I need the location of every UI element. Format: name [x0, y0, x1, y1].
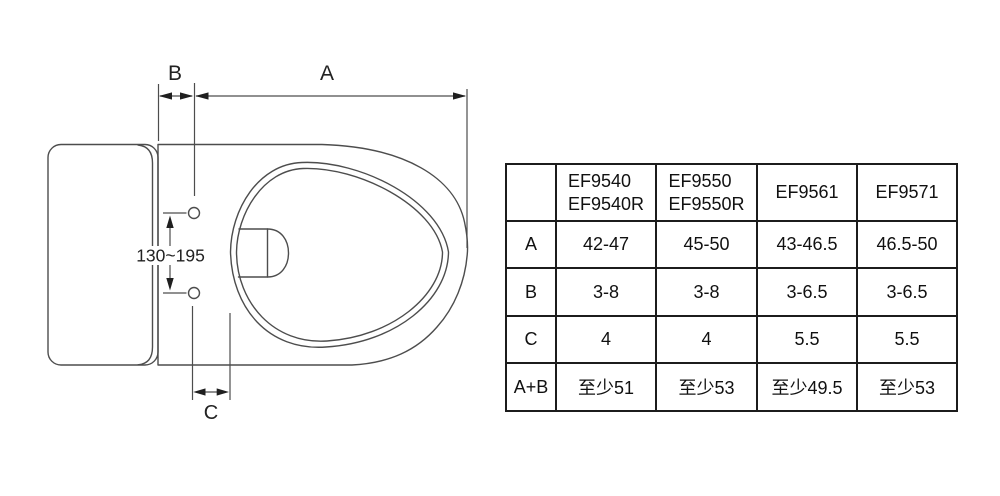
- table-row: C 4 4 5.5 5.5: [505, 315, 958, 364]
- dim-label-c: C: [204, 402, 218, 424]
- table-cell: 3-6.5: [756, 267, 858, 317]
- table-cell: 43-46.5: [756, 220, 858, 269]
- row-label: C: [505, 315, 557, 364]
- arrow-b-left: [158, 92, 172, 100]
- seat-body-outline: [157, 143, 469, 366]
- row-label: B: [505, 267, 557, 317]
- mounting-hole-top: [187, 206, 201, 220]
- table-cell: 3-6.5: [856, 267, 958, 317]
- model-name: EF9550: [668, 170, 732, 191]
- arrow-spacing-down: [166, 278, 174, 291]
- table-row: B 3-8 3-8 3-6.5 3-6.5: [505, 267, 958, 317]
- arrow-c-right: [216, 388, 229, 396]
- table-cell: 5.5: [756, 315, 858, 364]
- table-cell: 至少53: [856, 362, 958, 412]
- table-header-row: EF9540 EF9540R EF9550 EF9550R EF9561: [505, 163, 958, 222]
- header-cell-model: EF9571: [856, 163, 958, 222]
- header-cell-model: EF9561: [756, 163, 858, 222]
- mounting-hole-bottom: [187, 286, 201, 300]
- table-cell: 4: [555, 315, 657, 364]
- table-cell: 4: [655, 315, 758, 364]
- dim-label-a: A: [320, 62, 334, 85]
- table-cell: 至少53: [655, 362, 758, 412]
- table-cell: 45-50: [655, 220, 758, 269]
- model-name: EF9540: [567, 170, 632, 191]
- hole-spacing-label-mask: [133, 246, 209, 265]
- header-cell-model: EF9550 EF9550R: [655, 163, 758, 222]
- model-name: EF9571: [875, 182, 939, 202]
- table-cell: 3-8: [655, 267, 758, 317]
- table-row: A+B 至少51 至少53 至少49.5 至少53: [505, 362, 958, 412]
- table-cell: 46.5-50: [856, 220, 958, 269]
- header-cell-model: EF9540 EF9540R: [555, 163, 657, 222]
- seat-opening-outer-ring: [229, 161, 450, 348]
- nozzle-shroud: [237, 228, 290, 278]
- arrow-a-right: [453, 92, 467, 100]
- arrow-c-left: [193, 388, 206, 396]
- table-cell: 42-47: [555, 220, 657, 269]
- arrow-b-right: [180, 92, 194, 100]
- row-label: A: [505, 220, 557, 269]
- table-cell: 5.5: [856, 315, 958, 364]
- table-row: A 42-47 45-50 43-46.5 46.5-50: [505, 220, 958, 269]
- table-cell: 3-8: [555, 267, 657, 317]
- hole-spacing-label: 130~195: [136, 246, 205, 266]
- row-label: A+B: [505, 362, 557, 412]
- dim-label-b: B: [168, 62, 182, 85]
- model-name: EF9540R: [567, 193, 645, 214]
- arrow-spacing-up: [166, 215, 174, 228]
- header-cell-empty: [505, 163, 557, 222]
- table-cell: 至少51: [555, 362, 657, 412]
- table-cell: 至少49.5: [756, 362, 858, 412]
- model-name: EF9550R: [668, 193, 745, 214]
- model-name: EF9561: [775, 182, 839, 202]
- model-dimension-table: EF9540 EF9540R EF9550 EF9550R EF9561: [505, 163, 958, 412]
- seat-opening-inner-ring: [235, 167, 444, 342]
- arrow-a-left: [195, 92, 209, 100]
